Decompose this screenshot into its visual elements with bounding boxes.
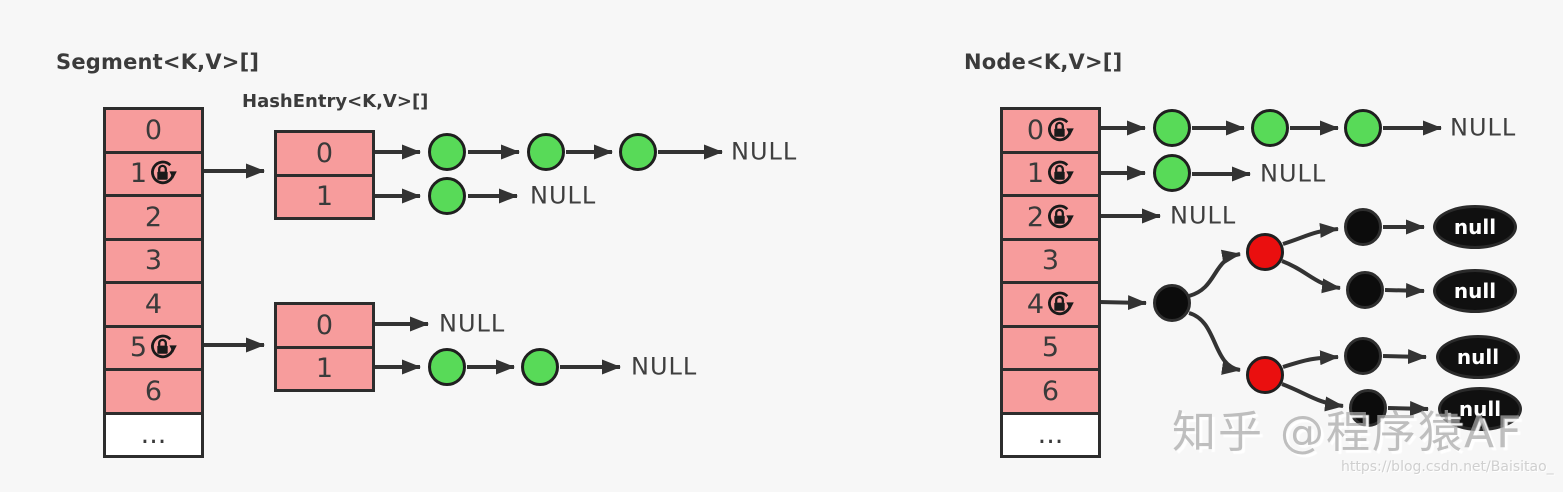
node-cell-more: ... (1003, 414, 1098, 455)
segment-array-title: Segment<K,V>[] (56, 50, 260, 74)
list-node (1153, 109, 1191, 147)
segment-cell-2: 2 (106, 197, 201, 241)
hashentry-array-bottom: 0 1 (274, 302, 375, 392)
segment-cell-6: 6 (106, 371, 201, 415)
hashentry-bottom-cell-1: 1 (277, 348, 372, 389)
tree-black-leaf (1344, 337, 1382, 375)
list-node (428, 133, 466, 171)
segment-cell-1: 1 (106, 153, 201, 197)
lock-icon (1045, 203, 1074, 232)
segment-cell-more: ... (106, 414, 201, 455)
node-cell-5: 5 (1003, 327, 1098, 371)
segment-cell-5: 5 (106, 327, 201, 371)
list-node (521, 348, 559, 386)
list-node (428, 177, 466, 215)
hashentry-array-top: 0 1 (274, 130, 375, 220)
list-node (619, 133, 657, 171)
node-cell-6: 6 (1003, 371, 1098, 415)
list-node (527, 133, 565, 171)
node-cell-2: 2 (1003, 197, 1098, 241)
tree-red-node (1246, 233, 1284, 271)
lock-icon (1045, 290, 1074, 319)
segment-cell-4: 4 (106, 284, 201, 328)
lock-icon (148, 333, 177, 362)
csdn-url-watermark: https://blog.csdn.net/Baisitao_ (1341, 459, 1554, 475)
null-terminator: NULL (631, 352, 698, 381)
tree-black-leaf (1349, 389, 1387, 427)
node-cell-0: 0 (1003, 110, 1098, 154)
node-cell-1: 1 (1003, 153, 1098, 197)
hashentry-top-cell-1: 1 (277, 176, 372, 217)
lock-icon (148, 159, 177, 188)
tree-null-pill: null (1433, 205, 1517, 249)
tree-black-leaf (1344, 208, 1382, 246)
tree-null-pill: null (1433, 269, 1517, 313)
node-cell-4: 4 (1003, 284, 1098, 328)
tree-null-pill: null (1438, 387, 1522, 431)
null-terminator: NULL (530, 181, 597, 210)
null-terminator: NULL (439, 309, 506, 338)
null-terminator: NULL (731, 137, 798, 166)
lock-icon (1045, 159, 1074, 188)
list-node (1344, 109, 1382, 147)
zhihu-watermark: 知乎 @程序猿AF (1172, 407, 1524, 458)
null-terminator: NULL (1170, 201, 1237, 230)
list-node (1153, 154, 1191, 192)
tree-red-node (1246, 356, 1284, 394)
segment-cell-0: 0 (106, 110, 201, 154)
hashentry-array-label: HashEntry<K,V>[] (242, 91, 429, 112)
lock-icon (1045, 116, 1074, 145)
segment-array: 0 1 2 3 4 5 6 ... (103, 107, 204, 458)
node-array-title: Node<K,V>[] (964, 50, 1123, 74)
tree-root-black-node (1153, 284, 1191, 322)
list-node (1251, 109, 1289, 147)
hashentry-bottom-cell-0: 0 (277, 305, 372, 349)
tree-null-pill: null (1436, 335, 1520, 379)
null-terminator: NULL (1450, 113, 1517, 142)
tree-black-leaf (1346, 271, 1384, 309)
segment-cell-3: 3 (106, 240, 201, 284)
list-node (428, 348, 466, 386)
null-terminator: NULL (1260, 159, 1327, 188)
hashentry-top-cell-0: 0 (277, 133, 372, 177)
node-array: 0 1 2 3 4 5 6 ... (1000, 107, 1101, 458)
node-cell-3: 3 (1003, 240, 1098, 284)
